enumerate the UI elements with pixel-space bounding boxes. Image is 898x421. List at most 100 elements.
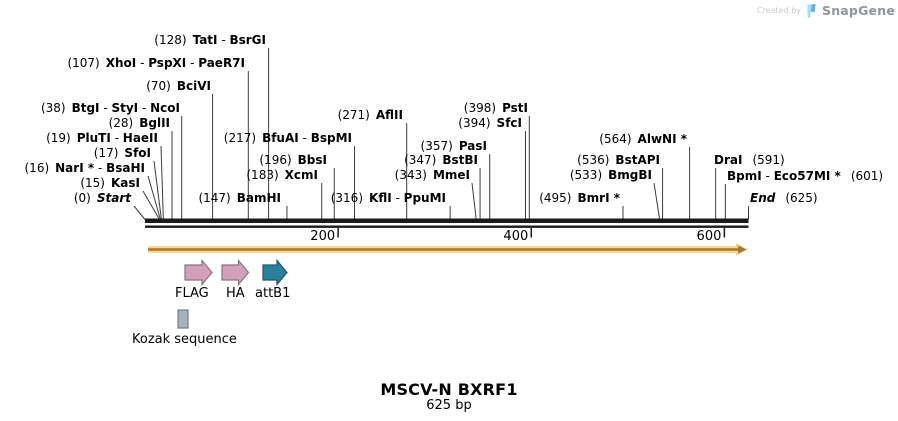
feature-label-kozak-sequence: Kozak sequence — [132, 332, 237, 347]
site-position: (564) — [599, 132, 632, 146]
site-position: (316) — [330, 191, 364, 205]
snapgene-credit: Created by SnapGene — [757, 3, 895, 18]
site-enzymes: SfcI — [496, 116, 522, 130]
site-label-196[interactable]: (196)BbsI — [259, 153, 327, 168]
site-enzymes: BamHI — [236, 191, 281, 205]
leader-line-19 — [160, 145, 164, 220]
ruler-number-400: 400 — [503, 229, 529, 244]
site-label-625[interactable]: End(625) — [750, 191, 818, 206]
site-position: (217) — [223, 131, 257, 145]
site-label-15[interactable]: (15) KasI — [80, 176, 140, 191]
leader-line-0 — [133, 205, 146, 220]
credit-brand: SnapGene — [822, 3, 895, 18]
site-label-601[interactable]: BpmI - Eco57MI *(601) — [727, 169, 883, 184]
ruler-number-600: 600 — [696, 229, 722, 244]
site-position: (107) — [67, 56, 100, 70]
site-position: (19) — [46, 131, 71, 145]
feature-box-kozak-sequence[interactable] — [177, 309, 189, 329]
site-position: (147) — [198, 191, 231, 205]
map-length: 625 bp — [426, 398, 472, 413]
site-label-107[interactable]: (107) XhoI - PspXI - PaeR7I — [67, 56, 245, 71]
feature-arrow-attb1[interactable] — [262, 258, 288, 287]
site-label-536[interactable]: (536)BstAPI — [577, 153, 660, 168]
site-position: (271) — [337, 108, 370, 122]
site-enzymes: AflII — [375, 108, 403, 122]
site-label-16[interactable]: (16)NarI * - BsaHI — [25, 161, 146, 176]
feature-label-attb1: attB1 — [255, 286, 291, 301]
site-label-347[interactable]: (347) BstBI — [404, 153, 478, 168]
site-enzymes: KasI — [110, 176, 140, 190]
site-label-0[interactable]: (0) Start — [74, 191, 131, 206]
site-enzymes: BfuAI - BspMI — [262, 131, 352, 145]
ruler-tick-600 — [723, 228, 726, 238]
site-label-147[interactable]: (147) BamHI — [198, 191, 281, 206]
site-enzymes: End — [750, 191, 776, 205]
leader-line-17 — [153, 160, 162, 220]
feature-label-ha: HA — [226, 286, 245, 301]
site-position: (601) — [850, 169, 884, 183]
site-label-38[interactable]: (38)BtgI - StyI - NcoI — [41, 101, 180, 116]
site-position: (347) — [404, 153, 437, 167]
site-position: (343) — [394, 168, 427, 182]
site-label-394[interactable]: (394) SfcI — [458, 116, 522, 131]
site-enzymes: BstBI — [442, 153, 478, 167]
site-label-19[interactable]: (19)PluTI - HaeII — [46, 131, 158, 146]
site-position: (38) — [40, 101, 66, 115]
site-position: (196) — [259, 153, 292, 167]
site-enzymes: KflI - PpuMI — [369, 191, 446, 205]
site-label-183[interactable]: (183) XcmI — [246, 168, 318, 183]
leader-line-15 — [142, 190, 160, 220]
site-position: (357) — [420, 139, 453, 153]
feature-arrow-ha[interactable] — [221, 258, 250, 287]
site-enzymes: SfoI — [124, 146, 151, 160]
site-enzymes: PasI — [458, 139, 487, 153]
site-label-128[interactable]: (128)TatI - BsrGI — [154, 33, 266, 48]
site-label-357[interactable]: (357) PasI — [421, 139, 487, 154]
construct-arrowhead-inner — [738, 245, 747, 254]
feature-arrow-flag[interactable] — [184, 258, 213, 287]
site-enzymes: BciVI — [176, 79, 211, 93]
site-enzymes: PstI — [502, 101, 528, 115]
site-label-343[interactable]: (343)MmeI — [395, 168, 470, 183]
site-position: (398) — [463, 101, 497, 115]
site-position: (394) — [458, 116, 491, 130]
site-position: (70) — [146, 79, 171, 93]
site-position: (15) — [80, 176, 105, 190]
site-position: (591) — [752, 153, 785, 167]
site-label-533[interactable]: (533)BmgBI — [570, 168, 652, 183]
leader-lines — [133, 48, 749, 220]
site-position: (128) — [154, 33, 187, 47]
credit-prefix: Created by — [756, 6, 801, 15]
site-label-495[interactable]: (495)BmrI * — [539, 191, 620, 206]
site-enzymes: Start — [96, 191, 131, 205]
ruler-tick-400 — [530, 228, 532, 238]
dna-strand-bottom[interactable] — [145, 225, 749, 228]
site-position: (16) — [24, 161, 50, 175]
site-label-398[interactable]: (398) PstI — [464, 101, 528, 116]
site-enzymes: BmrI * — [577, 191, 621, 205]
site-enzymes: XhoI - PspXI - PaeR7I — [105, 56, 245, 70]
site-label-564[interactable]: (564) AlwNI * — [599, 132, 687, 147]
site-label-271[interactable]: (271) AflII — [338, 108, 403, 123]
site-enzymes: AlwNI * — [637, 132, 687, 146]
site-position: (0) — [73, 191, 91, 205]
feature-shapes — [177, 258, 288, 329]
map-title: MSCV-N BXRF1 — [380, 380, 518, 399]
sequence-bar[interactable] — [145, 218, 749, 228]
leader-line-343 — [471, 182, 477, 220]
site-label-316[interactable]: (316) KflI - PpuMI — [331, 191, 446, 206]
site-label-591[interactable]: DraI (591) — [714, 153, 785, 168]
site-label-17[interactable]: (17)SfoI — [94, 146, 151, 161]
site-label-70[interactable]: (70) BciVI — [146, 79, 211, 94]
feature-label-flag: FLAG — [175, 286, 209, 301]
site-label-217[interactable]: (217) BfuAI - BspMI — [224, 131, 352, 146]
site-enzymes: DraI — [714, 153, 743, 167]
construct-arrow[interactable] — [148, 243, 748, 256]
site-label-28[interactable]: (28)BglII — [109, 116, 170, 131]
dna-strand-top[interactable] — [145, 218, 749, 224]
snapgene-logo-icon — [807, 3, 816, 18]
site-enzymes: XcmI — [284, 168, 318, 182]
site-position: (183) — [246, 168, 279, 182]
ruler-number-200: 200 — [310, 229, 336, 244]
site-enzymes: BmgBI — [608, 168, 652, 182]
